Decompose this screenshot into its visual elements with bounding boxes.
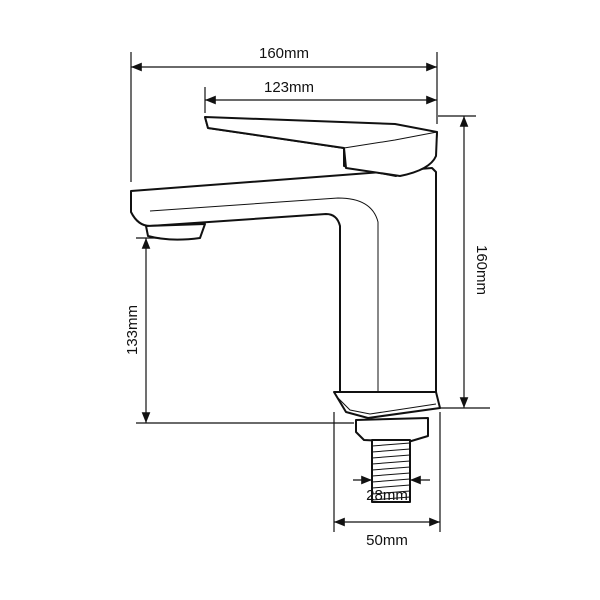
dim-total-width: 160mm: [130, 45, 438, 182]
dim-spout-clearance: 133mm: [124, 237, 354, 424]
lock-nut: [355, 417, 429, 443]
label-spout-clearance: 133mm: [124, 305, 141, 355]
dim-base-width: 50mm: [333, 412, 441, 549]
thread-lines: [371, 442, 411, 501]
dim-total-height: 160mm: [438, 115, 490, 409]
label-handle-length: 123mm: [264, 79, 314, 96]
label-total-width: 160mm: [259, 45, 309, 62]
faucet-outline: [130, 116, 441, 503]
dim-thread-diameter: 28mm: [353, 475, 430, 504]
base-collar-line: [335, 395, 437, 415]
label-thread-diameter: 28mm: [366, 487, 408, 504]
base-collar: [333, 391, 441, 419]
aerator: [145, 223, 206, 241]
spout-bevel: [149, 197, 379, 392]
dim-handle-length: 123mm: [204, 79, 437, 113]
label-base-width: 50mm: [366, 532, 408, 549]
handle-top: [204, 116, 438, 177]
label-total-height: 160mm: [473, 245, 490, 295]
handle-crease: [343, 131, 438, 149]
